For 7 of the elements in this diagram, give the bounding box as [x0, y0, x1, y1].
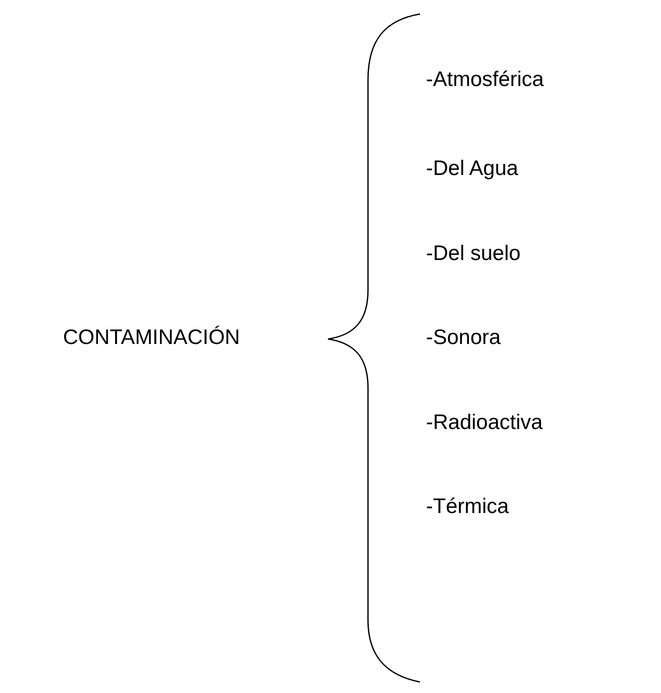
topic-label: CONTAMINACIÓN [63, 326, 240, 350]
category-label: -Del Agua [426, 157, 518, 181]
category-label: -Del suelo [426, 242, 521, 266]
category-label: -Sonora [426, 326, 501, 350]
category-label: -Atmosférica [426, 68, 544, 92]
category-label: -Radioactiva [426, 411, 543, 435]
category-label: -Térmica [426, 495, 509, 519]
